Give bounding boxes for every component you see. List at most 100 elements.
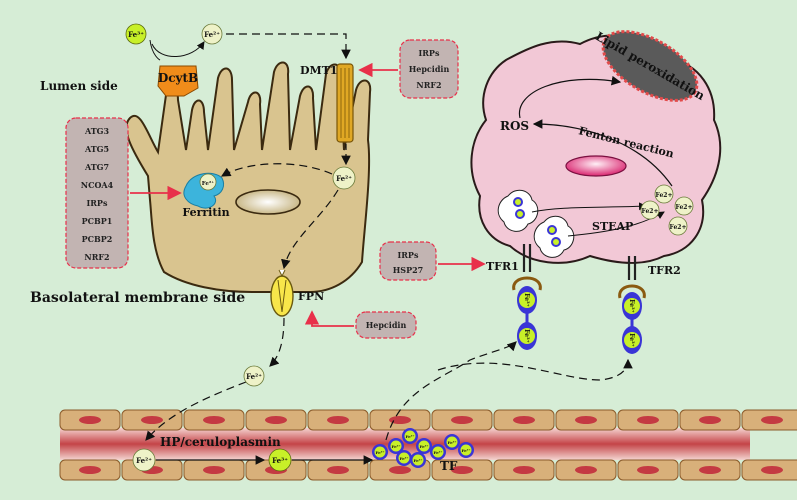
endothelial-nucleus (451, 416, 473, 424)
fpn-to-fe2-arrow (269, 317, 285, 367)
svg-text:Fe³⁺: Fe³⁺ (628, 299, 635, 313)
svg-text:Fe2+: Fe2+ (656, 192, 673, 199)
fe3-ion-label: Fe³⁺ (419, 444, 428, 449)
svg-text:Fe²⁺: Fe²⁺ (202, 180, 215, 187)
endothelial-nucleus (637, 466, 659, 474)
tfr1-label: TFR1 (486, 260, 519, 273)
endothelial-nucleus (79, 416, 101, 424)
svg-text:ATG5: ATG5 (84, 144, 109, 154)
endosome-2 (533, 215, 575, 258)
enterocyte-nucleus (235, 189, 301, 215)
endothelial-nucleus (699, 466, 721, 474)
ros-label: ROS (500, 119, 529, 133)
endothelial-nucleus (451, 466, 473, 474)
dmt1-label: DMT1 (300, 64, 338, 77)
fe3-ion-lumen: Fe³⁺ (125, 23, 147, 45)
fe3-ion-bound (418, 440, 430, 452)
fe2-cluster: Fe2+ Fe2+ Fe2+ Fe2+ (640, 184, 694, 236)
fe3-ion-blood: Fe³⁺ (268, 448, 292, 472)
endothelium-top (59, 409, 797, 431)
svg-text:Hepcidin: Hepcidin (409, 64, 450, 74)
ferritin-regulator-box: ATG3 ATG5 ATG7 NCOA4 IRPs PCBP1 PCBP2 NR… (65, 117, 129, 269)
fenton-reaction-arrow (532, 119, 673, 187)
svg-text:IRPs: IRPs (398, 250, 419, 260)
svg-text:NCOA4: NCOA4 (81, 180, 114, 190)
endothelial-nucleus (327, 416, 349, 424)
svg-text:Fe²⁺: Fe²⁺ (336, 174, 352, 183)
tfr2-label: TFR2 (648, 264, 681, 277)
fe3-ion-bound (374, 446, 386, 458)
fe3-ion-bound (398, 452, 410, 464)
hp-ceruloplasmin-label: HP/ceruloplasmin (160, 435, 281, 449)
endosome-to-fe-arrow (531, 202, 647, 213)
fe3-ion-bound (404, 430, 416, 442)
svg-text:Fe³⁺: Fe³⁺ (628, 333, 635, 347)
transferrin-cluster: Fe³⁺Fe³⁺Fe³⁺Fe³⁺Fe³⁺Fe³⁺Fe³⁺Fe³⁺Fe³⁺ (372, 428, 474, 468)
svg-text:IRPs: IRPs (87, 198, 108, 208)
endothelial-nucleus (141, 416, 163, 424)
tf-to-tfr1-arrow (385, 341, 517, 441)
steap-label: STEAP (592, 220, 633, 233)
dcytb-enzyme: DcytB (157, 65, 199, 97)
svg-text:Fe2+: Fe2+ (670, 224, 687, 231)
endothelial-nucleus (203, 466, 225, 474)
tf-label: TF (440, 459, 458, 473)
fe2-ion-lumen: Fe²⁺ (201, 23, 223, 45)
fe2-to-ferritin-arrow (220, 163, 333, 177)
endothelial-nucleus (389, 416, 411, 424)
fe2-ion-ferritin: Fe²⁺ (199, 173, 217, 191)
svg-text:NRF2: NRF2 (416, 80, 441, 90)
fe3-ion-label: Fe³⁺ (399, 456, 408, 461)
endothelial-nucleus (203, 416, 225, 424)
svg-text:Fe2+: Fe2+ (676, 204, 693, 211)
endothelial-nucleus (265, 416, 287, 424)
fe2-to-dmt1-arrow (226, 33, 351, 60)
endothelium-bottom (59, 459, 797, 481)
dmt1-transporter (336, 63, 354, 143)
fe2-ion-cytoplasm: Fe²⁺ (332, 166, 356, 190)
fenton-organelle (565, 155, 627, 177)
endothelial-nucleus (79, 466, 101, 474)
endothelial-nucleus (637, 416, 659, 424)
fpn-label: FPN (298, 290, 324, 303)
fe3-to-fe2-reduction-arrow (151, 41, 205, 57)
basolateral-label: Basolateral membrane side (30, 290, 245, 306)
fe3-ion-label: Fe³⁺ (405, 434, 414, 439)
endothelial-nucleus (389, 466, 411, 474)
svg-text:IRPs: IRPs (419, 48, 440, 58)
tfr1-regulator-box: IRPs HSP27 (379, 241, 437, 281)
svg-text:Fe²⁺: Fe²⁺ (246, 372, 262, 381)
ros-to-lipid-arrow (518, 75, 622, 119)
ferritin-label: Ferritin (182, 206, 229, 219)
svg-text:HSP27: HSP27 (393, 265, 423, 275)
svg-text:ATG7: ATG7 (84, 162, 109, 172)
endothelial-nucleus (761, 416, 783, 424)
svg-text:PCBP1: PCBP1 (82, 216, 113, 226)
tf-to-tfr2-arrow (437, 358, 633, 381)
svg-text:PCBP2: PCBP2 (82, 234, 113, 244)
svg-text:Fe2+: Fe2+ (642, 208, 659, 215)
fe3-ion-label: Fe³⁺ (375, 450, 384, 455)
fe3-ion-bound (460, 444, 472, 456)
endothelial-nucleus (513, 416, 535, 424)
fe3-ion-bound (390, 440, 402, 452)
fe2-to-blood-arrow (145, 381, 247, 441)
endothelial-nucleus (575, 416, 597, 424)
fe3-ion-bound (446, 436, 458, 448)
fe3-ion-bound (412, 454, 424, 466)
svg-text:ATG3: ATG3 (84, 126, 110, 136)
svg-text:Fe³⁺: Fe³⁺ (523, 293, 530, 307)
fe3-ion-bound (432, 446, 444, 458)
tfr2-receptor: Fe³⁺ Fe³⁺ (618, 256, 646, 354)
dcytb-label: DcytB (158, 71, 198, 85)
fe3-ion-label: Fe³⁺ (447, 440, 456, 445)
svg-text:Hepcidin: Hepcidin (366, 320, 407, 330)
lumen-side-label: Lumen side (40, 79, 118, 93)
endothelial-nucleus (761, 466, 783, 474)
svg-text:Fe²⁺: Fe²⁺ (136, 456, 152, 465)
dmt1-regulator-box: IRPs Hepcidin NRF2 (399, 39, 459, 99)
endothelial-nucleus (575, 466, 597, 474)
endothelial-nucleus (699, 416, 721, 424)
